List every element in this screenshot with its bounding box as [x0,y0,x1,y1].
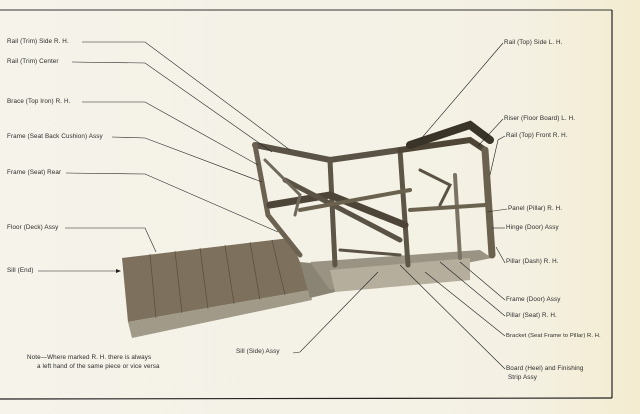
label-frame-seat-rear: Frame (Seat) Rear [7,169,62,176]
label-sill-side-assy: Sill (Side) Assy [236,348,280,355]
label-brace-top-iron-rh: Brace (Top Iron) R. H. [7,98,71,105]
label-rail-top-side-lh: Rail (Top) Side L. H. [504,39,563,46]
label-rail-trim-center: Rail (Trim) Center [7,58,59,65]
floor-deck [122,238,335,338]
label-pillar-seat-rh: Pillar (Seat) R. H. [506,312,557,319]
label-frame-seat-back-cushion-assy: Frame (Seat Back Cushion) Assy [7,133,103,140]
label-pillar-dash-rh: Pillar (Dash) R. H. [506,258,559,265]
sill-end-arrow-icon [116,269,121,273]
label-sill-end: Sill (End) [7,267,34,274]
label-board-heel-line2: Strip Assy [508,374,537,381]
label-floor-deck-assy: Floor (Deck) Assy [7,224,59,231]
label-rail-top-front-rh: Rail (Top) Front R. H. [506,132,568,139]
label-panel-pillar-rh: Panel (Pillar) R. H. [508,205,563,212]
note-line2: a left hand of the same piece or vice ve… [37,363,160,370]
label-board-heel-line1: Board (Heel) and Finishing [506,365,584,372]
border-bottom [0,397,613,400]
label-bracket-seat-frame-to-pillar-rh: Bracket (Seat Frame to Pillar) R. H. [506,333,601,339]
label-riser-floor-board-lh: Riser (Floor Board) L. H. [504,115,576,122]
label-hinge-door-assy: Hinge (Door) Assy [506,224,559,231]
label-frame-door-assy: Frame (Door) Assy [506,296,561,303]
leader-lines [38,41,508,370]
note-line1: Note—Where marked R. H. there is always [27,354,152,361]
label-rail-trim-side-rh: Rail (Trim) Side R. H. [7,38,69,45]
body-frame [252,120,496,292]
